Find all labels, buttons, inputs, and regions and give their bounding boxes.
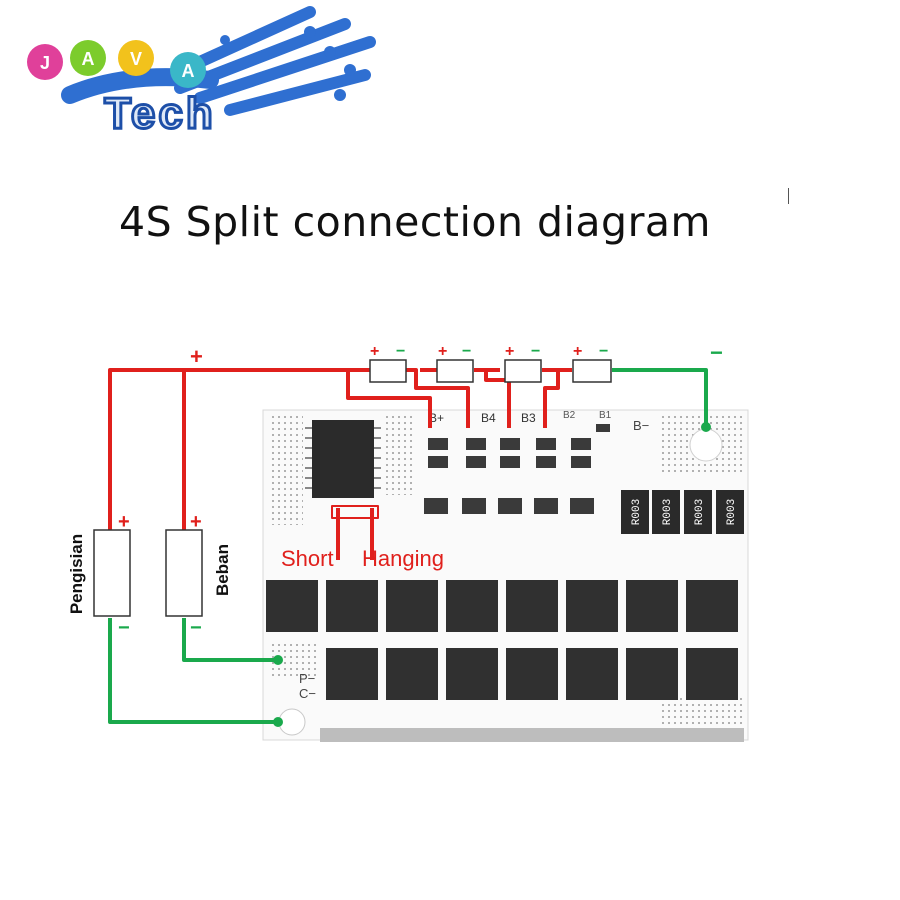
balance-components [424, 424, 610, 514]
charger-plus: + [118, 511, 130, 533]
resistor-code-4: R003 [726, 499, 738, 525]
diagram-title: 4S Split connection diagram [118, 198, 711, 246]
cell-1-minus: − [396, 343, 405, 360]
charger-label: Pengisian [67, 534, 86, 614]
load-minus: − [190, 617, 202, 639]
battery-cell-1 [369, 359, 407, 383]
mosfet-row-bottom [326, 648, 738, 700]
resistor-code-2: R003 [662, 499, 674, 525]
mosfet-row-top [266, 580, 738, 632]
board-label-b-minus: B− [633, 418, 649, 433]
negative-wiring [108, 368, 708, 724]
annotation-short: Short [281, 546, 334, 571]
main-plus-label: + [190, 344, 203, 369]
pad-label-b4: B4 [481, 411, 496, 425]
pad-label-b2: B2 [563, 410, 576, 421]
pad-label-b3: B3 [521, 411, 536, 425]
cell-4-minus: − [599, 343, 608, 360]
resistor-code-1: R003 [631, 499, 643, 525]
annotation-hanging: Hanging [362, 546, 444, 571]
charger-unit: + − Pengisian [67, 511, 131, 639]
battery-cells: + − + − + − + − [369, 343, 612, 383]
logo-letter-2: A [82, 49, 95, 69]
hand-graphic [61, 6, 376, 116]
logo-word: Tech [104, 89, 215, 135]
cell-2-minus: − [462, 343, 471, 360]
logo-letter-4: A [182, 61, 195, 81]
battery-cell-3 [504, 359, 542, 383]
positive-wiring [108, 368, 572, 560]
load-unit: + − Beban [165, 511, 232, 639]
finger-dots [220, 26, 356, 101]
board-label-c-minus: C− [299, 686, 316, 701]
java-tech-logo: J A V A Tech [27, 6, 376, 135]
cell-3-plus: + [505, 343, 514, 360]
battery-cell-4 [572, 359, 612, 383]
mount-hole-b-minus [689, 428, 723, 462]
cell-1-plus: + [370, 343, 379, 360]
bms-ic-chip [305, 420, 381, 498]
p-minus-terminal [273, 655, 283, 665]
resistor-code-3: R003 [694, 499, 706, 525]
pad-label-b1: B1 [599, 410, 612, 421]
pad-label-b-plus: B+ [429, 411, 444, 425]
load-plus: + [190, 511, 202, 533]
logo-letter-1: J [40, 53, 50, 73]
c-minus-terminal [273, 717, 283, 727]
stray-mark [788, 188, 789, 204]
battery-cell-2 [436, 359, 474, 383]
cell-3-minus: − [531, 343, 540, 360]
bms-board: R003 R003 R003 R003 B+ B4 [262, 409, 749, 742]
main-minus-label: − [710, 340, 723, 365]
cell-4-plus: + [573, 343, 582, 360]
board-label-p-minus: P− [299, 671, 315, 686]
b-minus-terminal [701, 422, 711, 432]
solder-strip [320, 728, 744, 742]
load-label: Beban [213, 544, 232, 596]
charger-minus: − [118, 617, 130, 639]
shunt-resistors: R003 R003 R003 R003 [621, 490, 744, 534]
letter-dots: J A V A [27, 40, 206, 88]
logo-letter-3: V [130, 49, 142, 69]
cell-2-plus: + [438, 343, 447, 360]
